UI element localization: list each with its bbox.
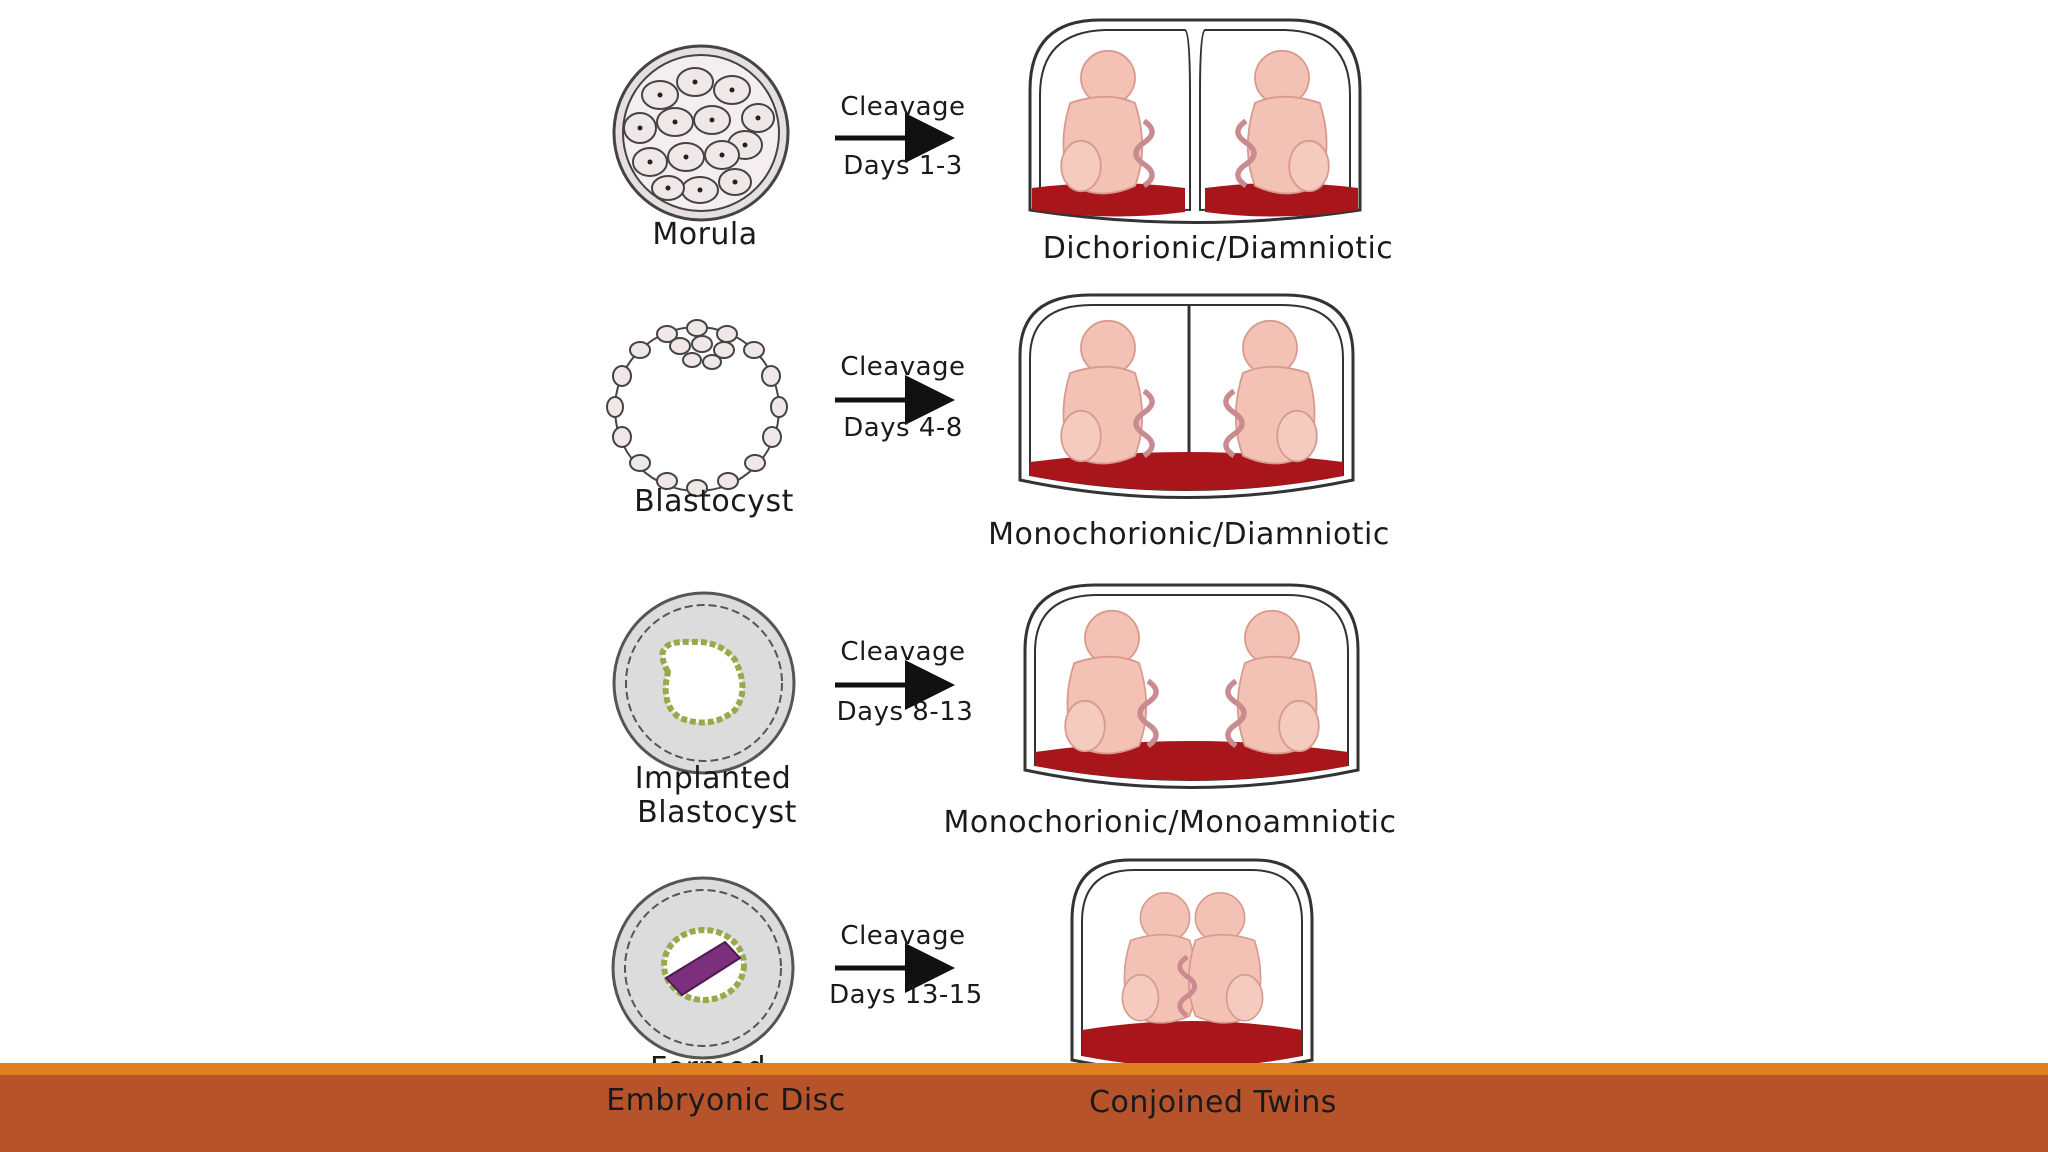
stage-label-blastocyst-2: Blastocyst <box>637 795 797 830</box>
days-label-row1: Days 1-3 <box>843 151 963 181</box>
dichorionic-diamniotic-icon <box>1028 18 1362 224</box>
stage-label-implanted: Implanted <box>635 761 792 796</box>
conjoined-twins-icon <box>1070 858 1314 1074</box>
process-label-row2: Cleavage <box>840 352 965 382</box>
stage-label-morula: Morula <box>652 217 757 252</box>
monochorionic-diamniotic-icon <box>1018 293 1355 499</box>
outcome-label-row1: Dichorionic/Diamniotic <box>1043 231 1394 266</box>
footer-stripe <box>0 1063 2048 1075</box>
stage-label-blastocyst: Blastocyst <box>634 484 794 519</box>
blastocyst-icon <box>606 319 788 497</box>
process-label-row3: Cleavage <box>840 637 965 667</box>
embryonic-disc-icon <box>611 876 795 1060</box>
outcome-label-row2: Monochorionic/Diamniotic <box>988 517 1390 552</box>
monochorionic-monoamniotic-icon <box>1023 583 1360 789</box>
implanted-blastocyst-icon <box>612 591 796 775</box>
footer-bar <box>0 1075 2048 1152</box>
days-label-row2: Days 4-8 <box>843 413 963 443</box>
days-label-row3: Days 8-13 <box>837 697 974 727</box>
days-label-row4: Days 13-15 <box>829 980 983 1010</box>
process-label-row1: Cleavage <box>840 92 965 122</box>
morula-icon <box>612 44 790 222</box>
process-label-row4: Cleavage <box>840 921 965 951</box>
outcome-label-row3: Monochorionic/Monoamniotic <box>944 805 1397 840</box>
